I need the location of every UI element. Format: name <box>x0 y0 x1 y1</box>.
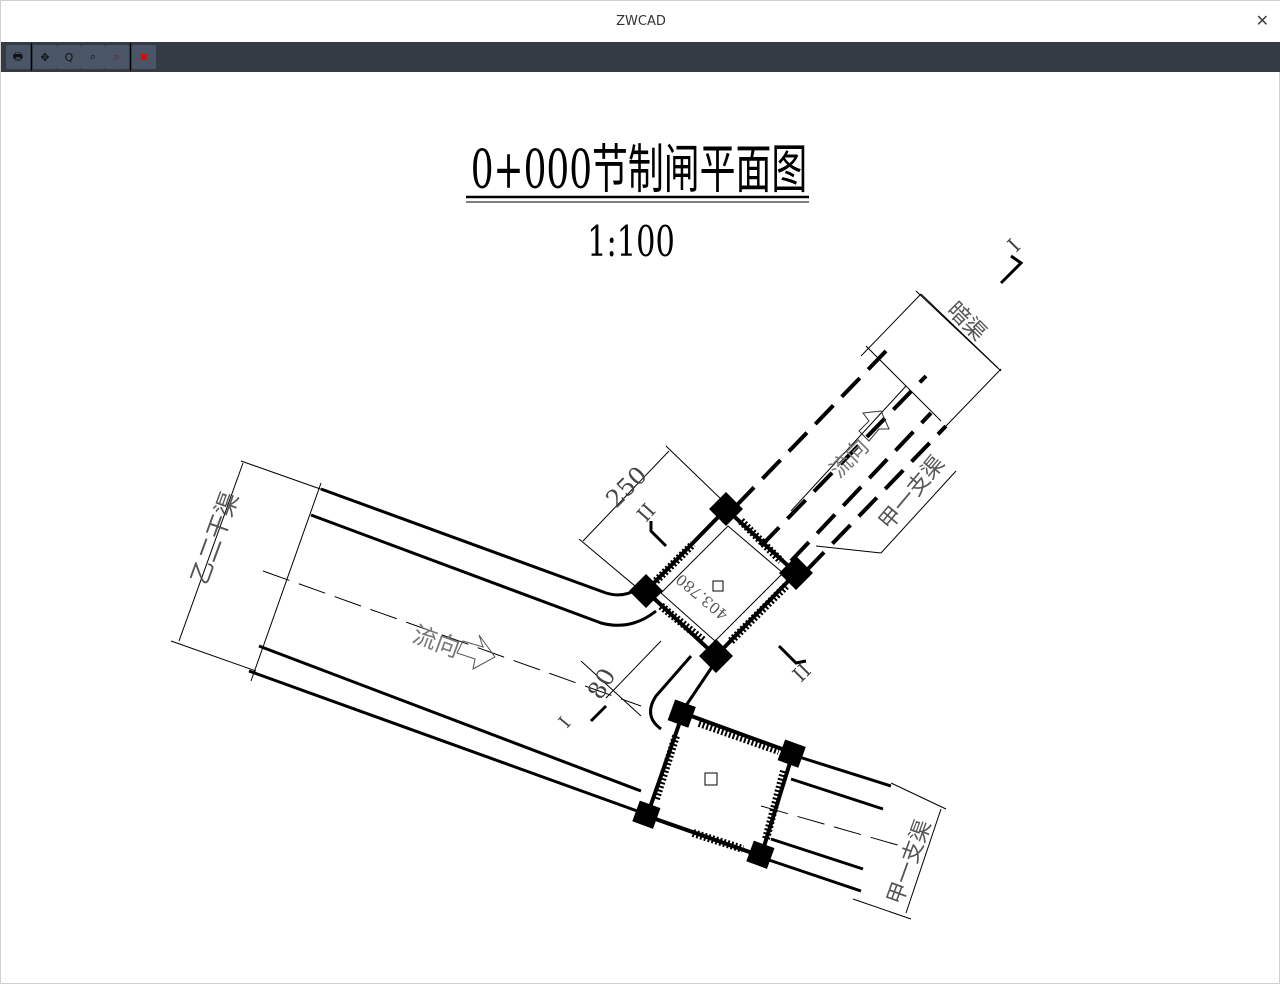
printer-icon: 🖶 <box>12 49 24 63</box>
toolbar: 🖶 ✥ Q ⌕ ⌕ ✖ <box>1 42 1280 72</box>
title-bar: ZWCAD ✕ <box>1 1 1280 42</box>
section-II-bottom-label: II <box>788 658 816 686</box>
drawing-canvas[interactable]: 0+000节制闸平面图 1:100 乙二干渠 流向 403.780 <box>1 72 1280 985</box>
culvert <box>734 290 1002 573</box>
red-x-icon: ✖ <box>139 50 149 64</box>
flow-arrow-icon <box>456 634 496 670</box>
main-canal <box>170 460 657 818</box>
drawing-scale: 1:100 <box>587 217 675 266</box>
window-title: ZWCAD <box>616 14 666 29</box>
pan-icon: ✥ <box>40 50 50 64</box>
zoom-window-button[interactable]: ⌕ <box>81 45 105 69</box>
lower-gate-structure <box>632 699 806 869</box>
branch-flow-label: 流向 <box>826 434 875 483</box>
branch-canal-bottom-label: 甲一支渠 <box>883 817 937 908</box>
toolbar-separator <box>31 43 32 71</box>
section-mark-icon <box>999 254 1024 285</box>
upper-gate-structure <box>629 492 813 673</box>
zoom-extents-icon: ⌕ <box>113 50 121 63</box>
cad-drawing: 0+000节制闸平面图 1:100 乙二干渠 流向 403.780 <box>170 138 1026 920</box>
branch-canal-top-label: 甲一支渠 <box>874 451 950 534</box>
dim-80-label: 80 <box>582 664 622 704</box>
branch-canal-lower <box>760 754 947 920</box>
section-mark-icon <box>649 521 668 548</box>
zoom-realtime-icon: Q <box>64 50 74 64</box>
toolbar-separator <box>130 43 131 71</box>
main-flow-label: 流向 <box>409 620 464 663</box>
section-I-top-label: I <box>1003 234 1026 257</box>
elevation-label: 403.780 <box>672 570 731 624</box>
print-button[interactable]: 🖶 <box>6 45 30 69</box>
drawing-title: 0+000节制闸平面图 <box>471 138 808 200</box>
main-canal-label: 乙二干渠 <box>185 488 244 588</box>
pan-button[interactable]: ✥ <box>33 45 57 69</box>
section-I-bottom-label: I <box>555 713 576 732</box>
zoom-extents-button[interactable]: ⌕ <box>105 45 129 69</box>
flow-arrow-icon <box>858 410 890 442</box>
close-icon[interactable]: ✕ <box>1255 11 1269 30</box>
section-II-top-label: II <box>632 499 660 527</box>
zoom-realtime-button[interactable]: Q <box>57 45 81 69</box>
zoom-window-icon: ⌕ <box>89 50 97 63</box>
dimension-250 <box>578 445 724 592</box>
section-mark-icon <box>777 644 807 665</box>
culvert-label: 暗渠 <box>942 298 991 347</box>
section-mark-icon <box>589 704 608 723</box>
close-drawing-button[interactable]: ✖ <box>132 45 156 69</box>
